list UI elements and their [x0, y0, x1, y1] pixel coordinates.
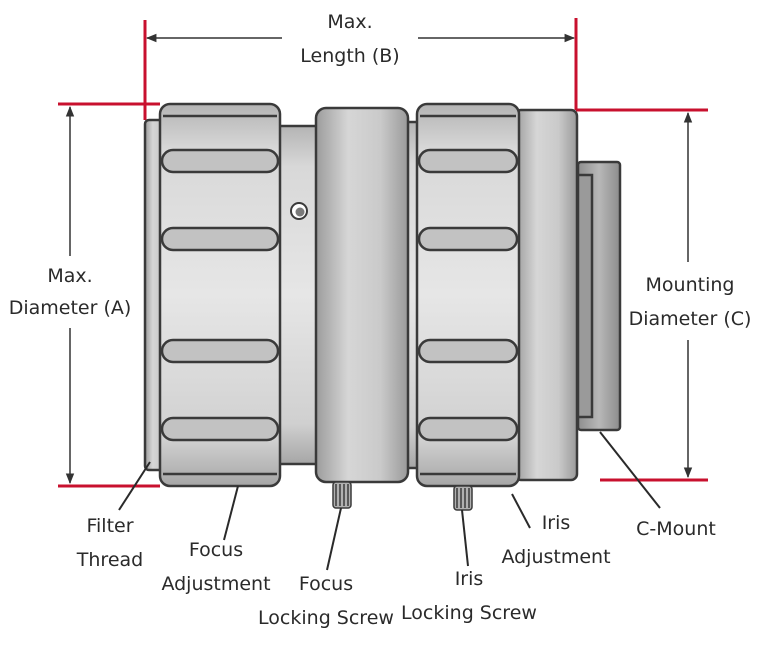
iris-locking-label-line2: Locking Screw [401, 602, 537, 624]
max-diameter-label-line1: Max. [47, 265, 92, 287]
focus-locking-leader [326, 507, 342, 571]
iris-adjustment-label-line2: Adjustment [501, 546, 610, 568]
dimension-lines [58, 18, 708, 488]
iris-adjustment-label-line1: Iris [542, 512, 571, 534]
focus-locking-screw-icon [332, 481, 352, 509]
rear-band [513, 108, 579, 482]
lens-barrel [273, 124, 322, 466]
max-length-label-line1: Max. [327, 11, 372, 33]
filter-thread-label-line2: Thread [76, 549, 143, 571]
mounting-diameter-label-line1: Mounting [646, 274, 735, 296]
focus-ring-knurls [160, 114, 280, 476]
iris-locking-screw-icon [453, 485, 473, 511]
dimension-arrows [65, 33, 693, 485]
focus-adjustment-leader [223, 485, 239, 541]
filter-thread-label-line1: Filter [86, 515, 133, 537]
focus-adjustment-label-line1: Focus [189, 539, 243, 561]
max-diameter-label-line2: Diameter (A) [9, 297, 132, 319]
c-mount-label: C-Mount [636, 518, 716, 540]
callout-leaders [118, 431, 661, 571]
max-length-label-line2: Length (B) [300, 45, 399, 67]
labels: Max. Length (B) Max. Diameter (A) Mounti… [9, 11, 752, 629]
focus-locking-label-line1: Focus [299, 573, 353, 595]
focus-ring [158, 102, 282, 488]
c-mount-leader [599, 431, 661, 509]
iris-locking-leader [461, 509, 469, 567]
focus-adjustment-label-line2: Adjustment [161, 573, 270, 595]
iris-locking-label-line1: Iris [455, 568, 484, 590]
focus-locking-label-line2: Locking Screw [258, 607, 394, 629]
index-mark-icon [290, 202, 308, 220]
iris-adjustment-leader [511, 493, 531, 529]
c-mount-lip [576, 173, 594, 419]
mounting-diameter-label-line2: Diameter (C) [629, 308, 752, 330]
middle-band [314, 106, 410, 484]
filter-thread-leader [118, 461, 151, 511]
iris-ring-knurls [417, 114, 519, 476]
lens-body [143, 102, 622, 488]
